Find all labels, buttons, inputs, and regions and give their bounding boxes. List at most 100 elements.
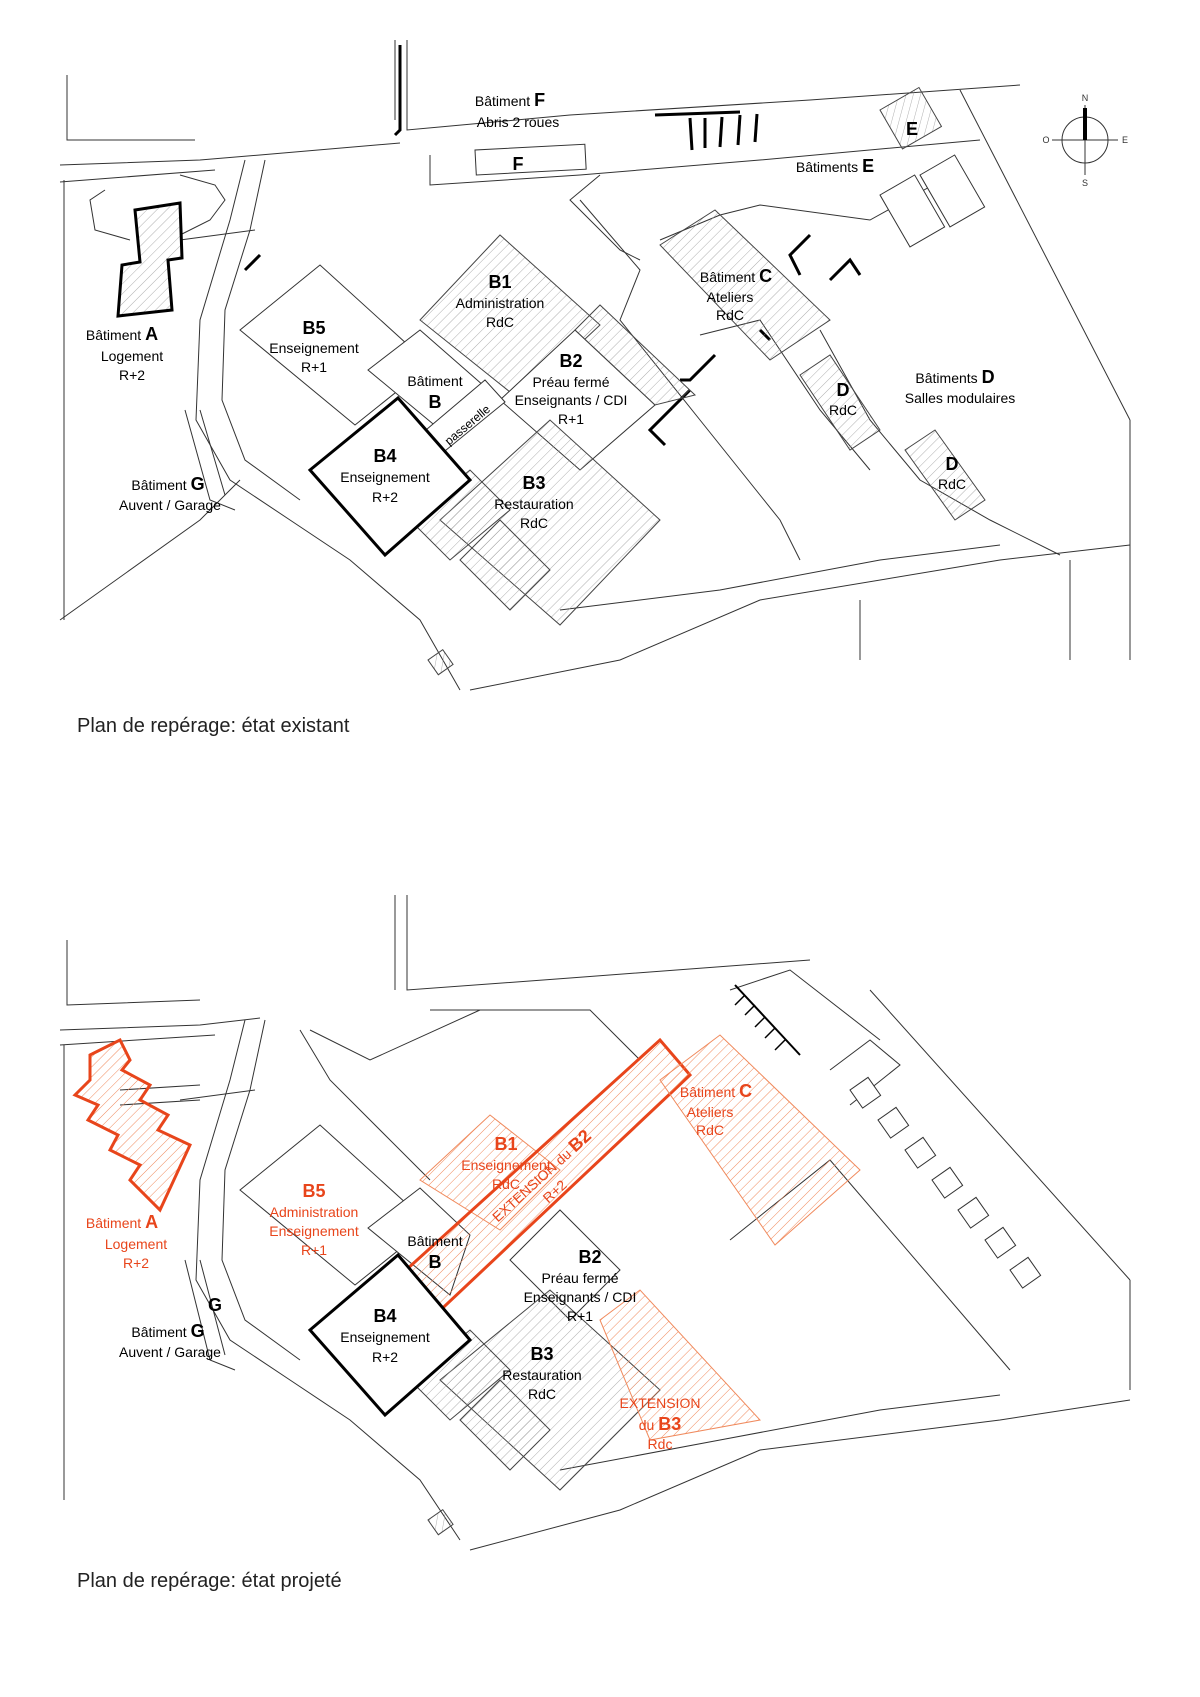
label-B1-l2: RdC	[486, 314, 514, 330]
label-B4-l2: R+2	[372, 489, 398, 505]
building-B3-extension	[599, 1289, 761, 1441]
label-B1-l1: Administration	[456, 295, 545, 311]
label-B5-p-code: B5	[302, 1181, 325, 1201]
label-B3-p-l1: Restauration	[502, 1367, 581, 1383]
label-B5-p-l3: R+1	[301, 1242, 327, 1258]
label-B5-l2: R+1	[301, 359, 327, 375]
label-C-p-l2: Ateliers	[687, 1104, 734, 1120]
label-extB3-l1: EXTENSION	[620, 1395, 701, 1411]
building-A-projected	[72, 1037, 192, 1213]
label-B1-p-l1: Enseignement	[461, 1157, 551, 1173]
building-B4-projected	[307, 1252, 473, 1418]
label-B1-p-code: B1	[494, 1134, 517, 1154]
label-C: Bâtiment C	[700, 266, 772, 286]
building-B3-wing2	[459, 519, 551, 611]
label-D2-rdc: RdC	[938, 476, 966, 492]
label-B2-p-l1: Préau fermé	[541, 1270, 618, 1286]
label-B2-code: B2	[559, 351, 582, 371]
label-B3-l2: RdC	[520, 515, 548, 531]
label-D1: D	[837, 380, 850, 400]
label-B2-l3: R+1	[558, 411, 584, 427]
label-B-letter: B	[429, 392, 442, 412]
caption-existing: Plan de repérage: état existant	[77, 715, 350, 737]
label-B4-l1: Enseignement	[340, 469, 430, 485]
label-D: Bâtiments D	[915, 367, 994, 387]
label-B4-p-l1: Enseignement	[340, 1329, 430, 1345]
label-A-p-l2: Logement	[105, 1236, 167, 1252]
label-G-l2: Auvent / Garage	[119, 497, 221, 513]
building-C-projected	[659, 1034, 861, 1246]
label-B1-p-l2: RdC	[492, 1176, 520, 1192]
label-B2-l1: Préau fermé	[532, 374, 609, 390]
label-C-l2: Ateliers	[707, 289, 754, 305]
building-B4	[307, 395, 473, 558]
label-A-p: Bâtiment A	[86, 1212, 158, 1232]
plan-existing: N S E O Bâtiment A Logement R+2 Bâtiment…	[59, 40, 1131, 737]
small-shed-projected	[427, 1508, 454, 1536]
building-D1	[799, 354, 881, 451]
building-B3-wing2-projected	[459, 1379, 551, 1471]
label-F-box: F	[513, 154, 524, 174]
label-B5-l1: Enseignement	[269, 340, 359, 356]
compass: N S E O	[1042, 93, 1128, 188]
label-B-l1: Bâtiment	[407, 373, 462, 389]
caption-projected: Plan de repérage: état projeté	[77, 1570, 342, 1592]
plan-projected: Bâtiment A Logement R+2 B1 Enseignement …	[59, 895, 1131, 1592]
labels-existing: Bâtiment A Logement R+2 Bâtiment F Abris…	[86, 90, 1015, 531]
building-E-2	[879, 174, 946, 248]
compass-n: N	[1082, 93, 1089, 103]
label-G-box: G	[208, 1295, 222, 1315]
building-D2	[904, 429, 986, 521]
label-A-l3: R+2	[119, 367, 145, 383]
label-G: Bâtiment G	[131, 474, 204, 494]
label-F-l2: Abris 2 roues	[477, 114, 559, 130]
label-C-p: Bâtiment C	[680, 1081, 752, 1101]
labels-projected: Bâtiment A Logement R+2 B1 Enseignement …	[86, 1081, 752, 1452]
label-G-p: Bâtiment G	[131, 1321, 204, 1341]
label-C-l3: RdC	[716, 307, 744, 323]
building-F-box	[474, 143, 587, 176]
label-B2-p-l2: Enseignants / CDI	[524, 1289, 637, 1305]
building-E-3	[919, 154, 986, 228]
label-A-p-l3: R+2	[123, 1255, 149, 1271]
label-extB3-code: du B3	[639, 1414, 681, 1434]
label-D-l2: Salles modulaires	[905, 390, 1016, 406]
label-B1-code: B1	[488, 272, 511, 292]
label-E: Bâtiments E	[796, 156, 874, 176]
label-F: Bâtiment F	[475, 90, 545, 110]
building-A	[116, 201, 184, 318]
label-G-p-l2: Auvent / Garage	[119, 1344, 221, 1360]
label-D2: D	[946, 454, 959, 474]
label-A-l2: Logement	[101, 348, 163, 364]
building-C	[659, 209, 831, 361]
parking-comb	[734, 984, 801, 1056]
label-B4-p-code: B4	[373, 1306, 396, 1326]
label-B4-p-l2: R+2	[372, 1349, 398, 1365]
label-C-p-l3: RdC	[696, 1122, 724, 1138]
label-B2-p-code: B2	[578, 1247, 601, 1267]
label-B3-p-code: B3	[530, 1344, 553, 1364]
label-B2-p-l3: R+1	[567, 1308, 593, 1324]
label-A: Bâtiment A	[86, 324, 158, 344]
label-B2-l2: Enseignants / CDI	[515, 392, 628, 408]
label-B5-p-l2: Enseignement	[269, 1223, 359, 1239]
label-E-box: E	[906, 119, 918, 139]
label-B-p-l1: Bâtiment	[407, 1233, 462, 1249]
compass-e: E	[1122, 135, 1128, 145]
building-B2-annex	[574, 304, 697, 406]
street-lines-projected	[59, 895, 1131, 1551]
label-B5-code: B5	[302, 318, 325, 338]
label-B3-code: B3	[522, 473, 545, 493]
label-D1-rdc: RdC	[829, 402, 857, 418]
label-B3-l1: Restauration	[494, 496, 573, 512]
compass-w: O	[1042, 135, 1049, 145]
label-extB3-l2: Rdc	[648, 1436, 673, 1452]
label-B4-code: B4	[373, 446, 396, 466]
label-B3-p-l2: RdC	[528, 1386, 556, 1402]
small-shed	[427, 648, 454, 676]
label-B-p-letter: B	[429, 1252, 442, 1272]
building-E-box	[879, 86, 943, 150]
module-row	[849, 1076, 1042, 1289]
compass-s: S	[1082, 178, 1088, 188]
